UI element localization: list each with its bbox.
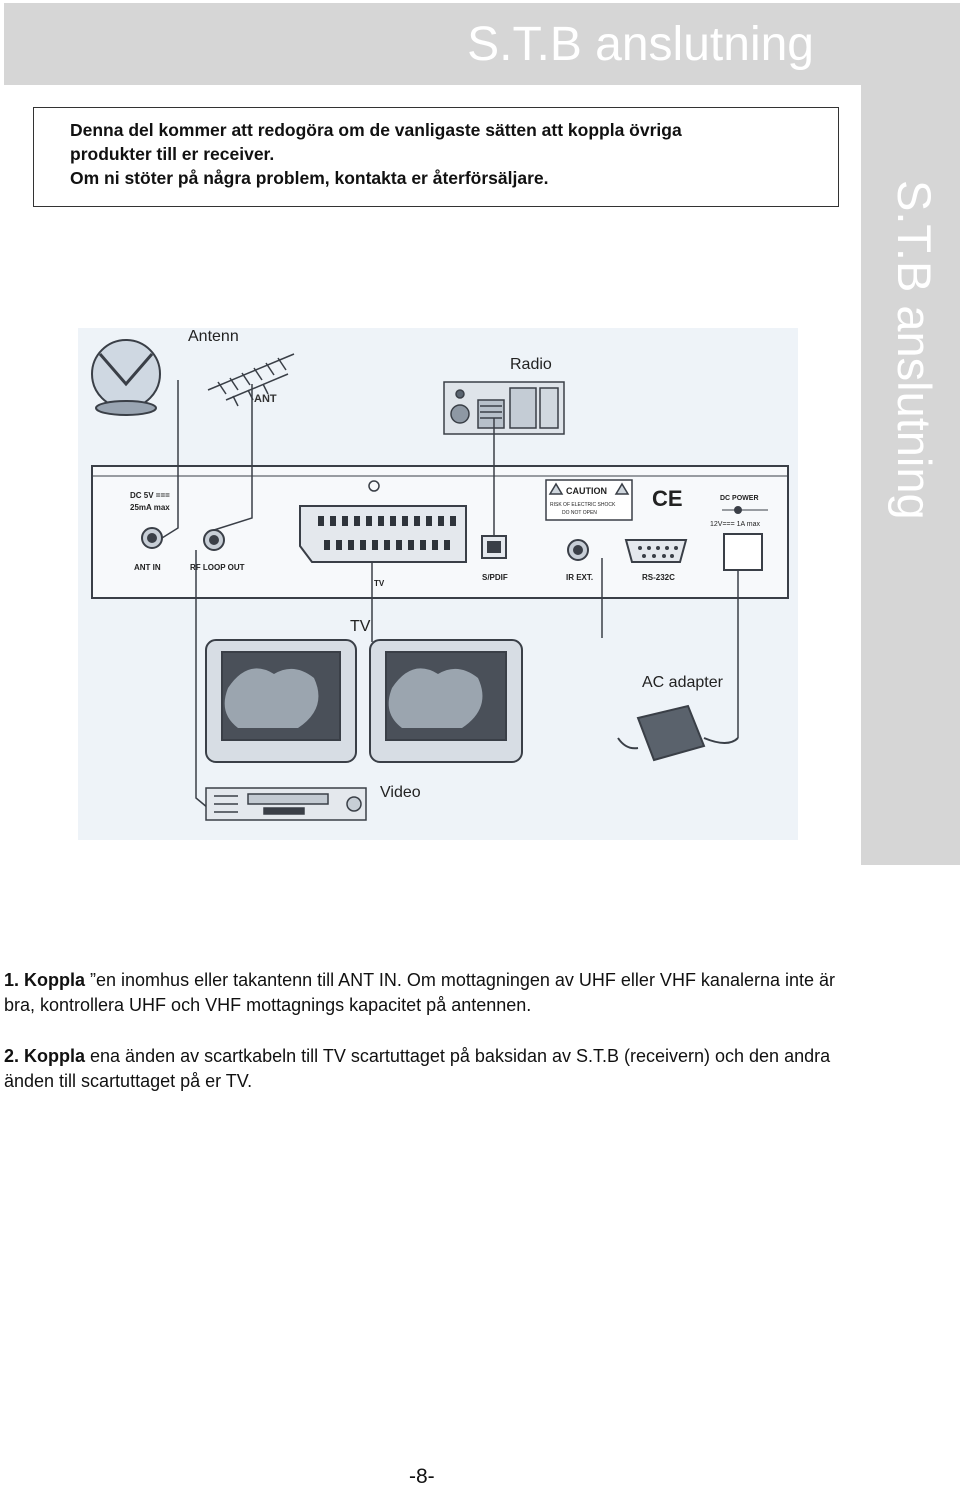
ant-in-connector xyxy=(141,527,163,549)
side-tab-title: S.T.B anslutning xyxy=(888,180,941,520)
step-2-line: 2. Koppla ena änden av scartkabeln till … xyxy=(4,1044,939,1069)
intro-line: Om ni stöter på några problem, kontakta … xyxy=(70,168,549,188)
step-2-text: ena änden av scartkabeln till TV scartut… xyxy=(85,1046,831,1066)
caution-sub1: RISK OF ELECTRIC SHOCK xyxy=(550,502,616,508)
tv-antenna-icon xyxy=(207,353,295,407)
ant-in-label: ANT IN xyxy=(134,563,161,572)
caution-label xyxy=(545,479,633,521)
scart-label: TV xyxy=(374,579,385,588)
tv-label: TV xyxy=(350,618,371,635)
radio-icon xyxy=(443,381,565,435)
step-1-line: 1. Koppla ”en inomhus eller takantenn ti… xyxy=(4,968,939,993)
scart-connector xyxy=(299,505,467,563)
dc-power-spec: 12V=== 1A max xyxy=(710,521,761,528)
vcr-icon xyxy=(205,787,367,821)
spdif-connector xyxy=(481,535,507,559)
satellite-dish-icon xyxy=(91,339,161,416)
ac-adapter-label: AC adapter xyxy=(642,674,723,691)
spdif-label: S/PDIF xyxy=(482,573,508,582)
dc-spec-text-2: 25mA max xyxy=(130,503,170,512)
dc-spec-text: DC 5V === xyxy=(130,491,170,500)
ant-text: ANT xyxy=(254,393,277,405)
tv-set-icon xyxy=(205,639,357,763)
caution-text: CAUTION xyxy=(566,486,607,496)
video-label: Video xyxy=(380,784,421,801)
rs232-label: RS-232C xyxy=(642,573,675,582)
diagram-graphic: ANT DC 5V === 25mA max ANT IN xyxy=(78,328,798,840)
rs232-connector xyxy=(624,539,688,563)
step-1-heading: 1. Koppla xyxy=(4,970,86,990)
intro-box: Denna del kommer att redogöra om de vanl… xyxy=(33,107,839,207)
side-tab xyxy=(861,84,960,865)
dc-power-connector xyxy=(722,506,768,571)
antenna-label: Antenn xyxy=(188,328,239,345)
step-2-line-2: änden till scartuttaget på er TV. xyxy=(4,1071,253,1091)
intro-line: Denna del kommer att redogöra om de vanl… xyxy=(70,120,682,140)
ce-mark: CE xyxy=(652,486,683,511)
page-title: S.T.B anslutning xyxy=(467,18,814,71)
connection-diagram: ANT DC 5V === 25mA max ANT IN xyxy=(78,318,798,840)
side-tab-title-wrap: S.T.B anslutning xyxy=(884,180,944,560)
step-2-heading: 2. Koppla xyxy=(4,1046,86,1066)
step-1-text: ”en inomhus eller takantenn till ANT IN.… xyxy=(85,970,836,990)
ir-ext-label: IR EXT. xyxy=(566,573,593,582)
caution-sub2: DO NOT OPEN xyxy=(562,510,597,516)
rf-loop-out-connector xyxy=(203,529,225,551)
header-bar: S.T.B anslutning xyxy=(4,3,960,85)
page-number: -8- xyxy=(409,1465,435,1488)
rf-loop-out-label: RF LOOP OUT xyxy=(190,563,245,572)
tv-set-icon xyxy=(369,639,523,763)
step-1: 1. Koppla ”en inomhus eller takantenn ti… xyxy=(4,968,939,1018)
connection-cables xyxy=(161,380,739,809)
intro-line: produkter till er receiver. xyxy=(70,144,275,164)
ac-adapter-icon xyxy=(617,704,739,762)
dc-power-label: DC POWER xyxy=(720,495,759,502)
radio-label: Radio xyxy=(510,356,552,373)
step-2: 2. Koppla ena änden av scartkabeln till … xyxy=(4,1044,939,1094)
ir-ext-connector xyxy=(567,539,589,561)
step-1-line-2: bra, kontrollera UHF och VHF mottagnings… xyxy=(4,995,532,1015)
